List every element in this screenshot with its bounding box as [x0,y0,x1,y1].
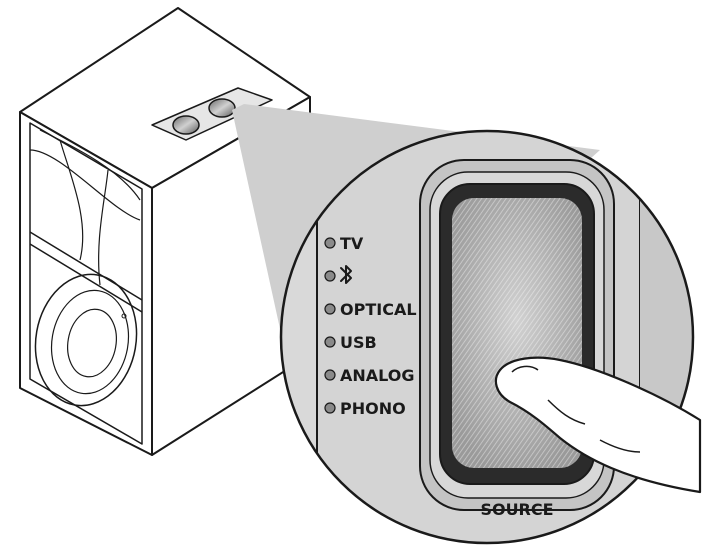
input-label-phono: PHONO [340,399,406,418]
input-label-optical: OPTICAL [340,300,417,319]
source-button-label: SOURCE [480,500,553,519]
input-indicator-optical: OPTICAL [324,300,417,319]
top-knob-left [172,115,200,135]
finger [494,356,702,494]
input-label-tv: TV [340,234,364,253]
input-indicator-bluetooth [324,265,352,284]
input-indicator-analog: ANALOG [324,366,415,385]
top-knob-right [208,98,236,118]
input-indicator-usb: USB [324,333,377,352]
bluetooth-icon [340,265,352,284]
led-tv [324,237,336,249]
led-usb [324,336,336,348]
input-label-analog: ANALOG [340,366,415,385]
input-label-usb: USB [340,333,377,352]
led-bluetooth [324,270,336,282]
led-optical [324,303,336,315]
input-indicator-phono: PHONO [324,399,406,418]
input-indicator-tv: TV [324,234,364,253]
led-analog [324,369,336,381]
led-phono [324,402,336,414]
input-indicator-list: TV OPTICAL USB ANALOG PHONO [324,234,417,418]
